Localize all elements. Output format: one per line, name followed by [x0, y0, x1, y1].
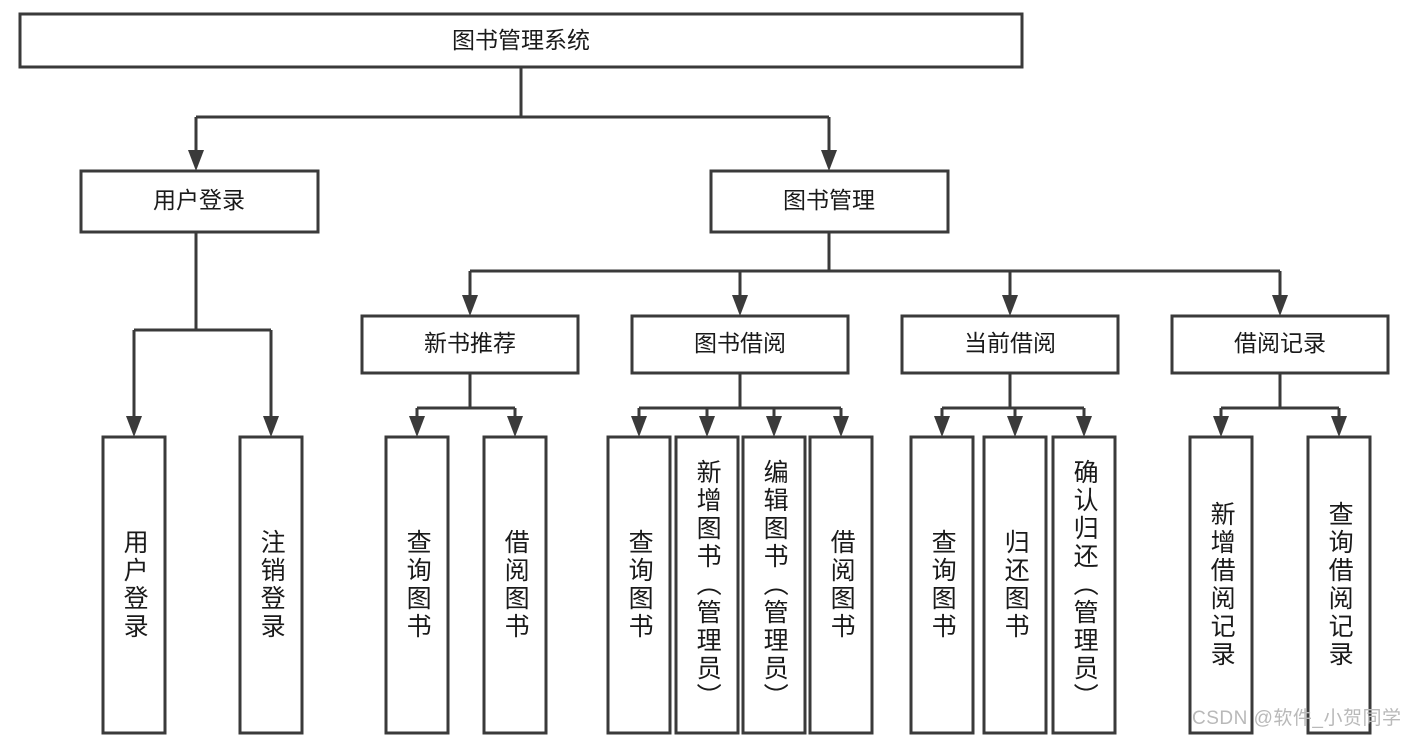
leaf-rect-user-login[interactable]: [101, 435, 167, 735]
node-book-borrow[interactable]: 图书借阅: [630, 314, 850, 375]
leaf-rect-query-book-current[interactable]: [909, 435, 975, 735]
node-root-label: 图书管理系统: [452, 27, 590, 53]
leaf-rect-borrow-book-recommend[interactable]: [482, 435, 548, 735]
node-borrow-record-rect[interactable]: [1170, 314, 1390, 375]
node-current-borrow-rect[interactable]: [900, 314, 1120, 375]
node-current-borrow[interactable]: 当前借阅: [900, 314, 1120, 375]
node-book-management-rect[interactable]: [709, 169, 950, 234]
leaf-rect-query-book-recommend[interactable]: [384, 435, 450, 735]
node-root[interactable]: 图书管理系统: [18, 12, 1024, 69]
node-book-borrow-rect[interactable]: [630, 314, 850, 375]
node-borrow-record[interactable]: 借阅记录: [1170, 314, 1390, 375]
arrow-head-leaf-login-2: [263, 416, 279, 437]
node-new-book-recommend-label: 新书推荐: [424, 330, 516, 356]
arrow-head-current: [1002, 295, 1018, 316]
node-book-borrow-label: 图书借阅: [694, 330, 786, 356]
node-user-login[interactable]: 用户登录: [79, 169, 320, 234]
node-user-login-rect[interactable]: [79, 169, 320, 234]
arrow-head-bw-leaf-3: [766, 416, 782, 437]
connector-group-root: [188, 67, 837, 171]
connector-group-record: [1213, 373, 1347, 437]
arrow-head-cu-leaf-3: [1076, 416, 1092, 437]
leaf-box-group: [101, 435, 1372, 735]
csdn-watermark: CSDN @软件_小贺同学: [1192, 708, 1402, 729]
node-borrow-record-label: 借阅记录: [1234, 330, 1326, 356]
node-root-rect[interactable]: [18, 12, 1024, 69]
arrow-head-bw-leaf-4: [833, 416, 849, 437]
leaf-rect-add-borrow-record[interactable]: [1188, 435, 1254, 735]
connector-group-current: [934, 373, 1092, 437]
arrow-head-newbook: [462, 295, 478, 316]
arrow-head-rc-leaf-2: [1331, 416, 1347, 437]
node-new-book-recommend[interactable]: 新书推荐: [360, 314, 580, 375]
arrow-head-cu-leaf-2: [1007, 416, 1023, 437]
leaf-rect-query-borrow-record[interactable]: [1306, 435, 1372, 735]
arrow-head-bookmgmt: [821, 150, 837, 171]
node-user-login-label: 用户登录: [153, 187, 245, 213]
leaf-rect-query-book-borrow[interactable]: [606, 435, 672, 735]
arrow-head-nb-leaf-1: [409, 416, 425, 437]
arrow-head-bw-leaf-1: [631, 416, 647, 437]
node-current-borrow-label: 当前借阅: [964, 330, 1056, 356]
arrow-head-borrow: [732, 295, 748, 316]
arrow-head-bw-leaf-2: [699, 416, 715, 437]
arrow-head-nb-leaf-2: [507, 416, 523, 437]
connector-group-newbook: [409, 373, 523, 437]
node-book-management-label: 图书管理: [783, 187, 875, 213]
connector-group-borrow: [631, 373, 849, 437]
leaf-rect-return-book[interactable]: [982, 435, 1048, 735]
node-new-book-recommend-rect[interactable]: [360, 314, 580, 375]
leaf-rect-edit-book-admin[interactable]: [741, 435, 807, 735]
arrow-head-rc-leaf-1: [1213, 416, 1229, 437]
arrow-head-leaf-login-1: [126, 416, 142, 437]
node-book-management[interactable]: 图书管理: [709, 169, 950, 234]
arrow-head-record: [1272, 295, 1288, 316]
leaf-rect-add-book-admin[interactable]: [674, 435, 740, 735]
arrow-head-cu-leaf-1: [934, 416, 950, 437]
leaf-rect-borrow-book[interactable]: [808, 435, 874, 735]
leaf-rect-confirm-return-admin[interactable]: [1051, 435, 1117, 735]
connector-group-bookmgmt: [462, 232, 1288, 316]
connector-group-login: [126, 232, 279, 437]
leaf-rect-logout[interactable]: [238, 435, 304, 735]
arrow-head-login: [188, 150, 204, 171]
